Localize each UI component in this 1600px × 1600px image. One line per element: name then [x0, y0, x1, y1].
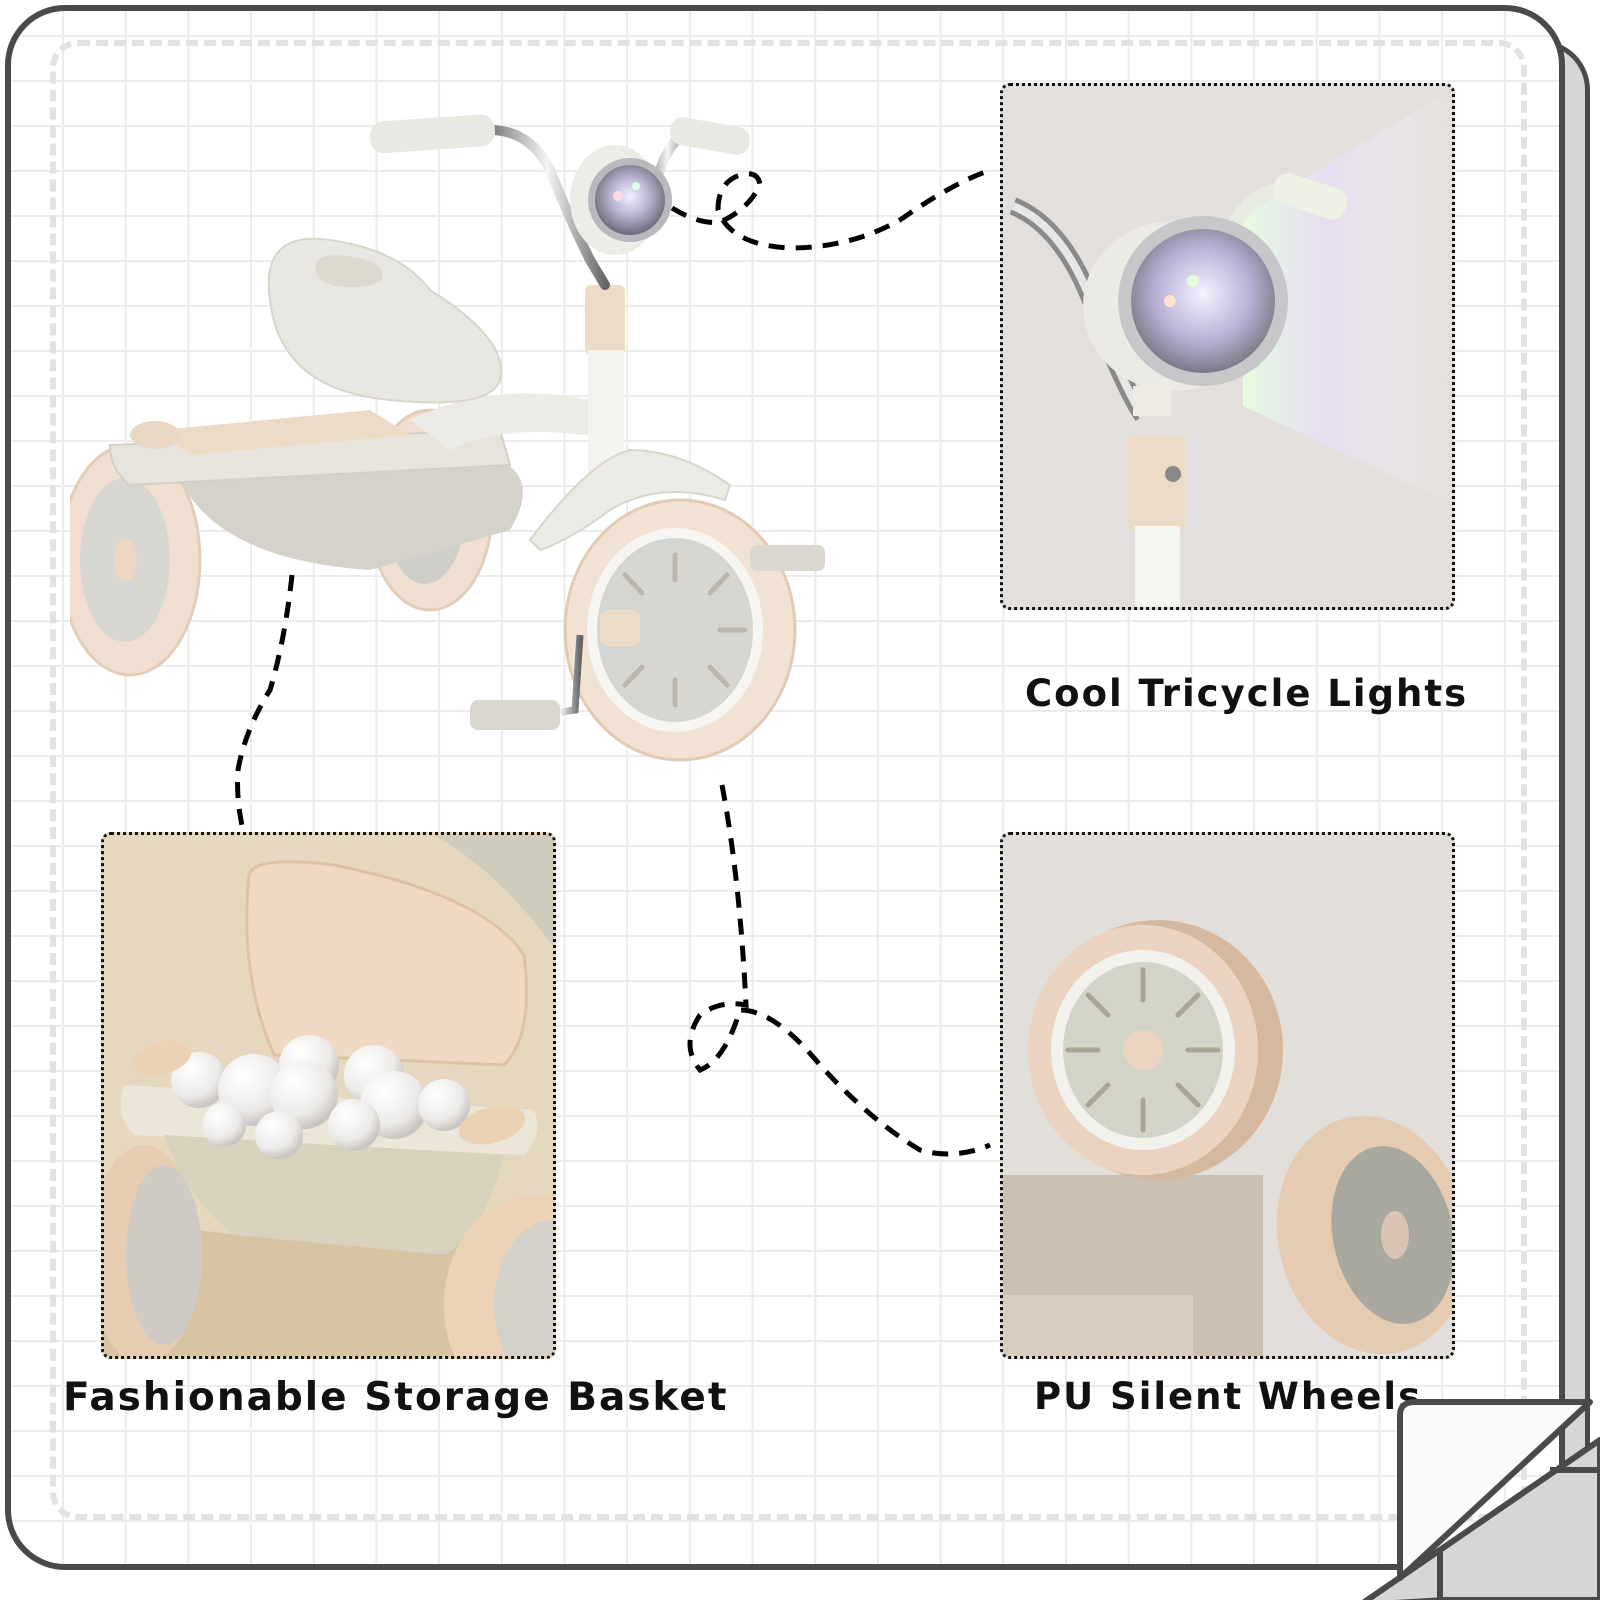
hero-tricycle-image — [70, 100, 830, 790]
caption-lights: Cool Tricycle Lights — [1025, 672, 1469, 715]
folded-corner-icon — [1361, 1399, 1600, 1600]
pu-wheels-closeup-image — [1003, 920, 1452, 1356]
caption-wheels: PU Silent Wheels — [1034, 1375, 1423, 1418]
feature-photo-basket — [101, 832, 556, 1359]
feature-photo-wheels — [1000, 832, 1455, 1359]
caption-basket: Fashionable Storage Basket — [63, 1375, 729, 1420]
headlight-closeup-image — [1009, 89, 1452, 607]
dashed-inner-frame — [50, 40, 1527, 1520]
storage-basket-closeup-image — [104, 835, 553, 1356]
tricycle-illustration — [70, 114, 825, 762]
feature-photo-lights — [1000, 83, 1455, 610]
